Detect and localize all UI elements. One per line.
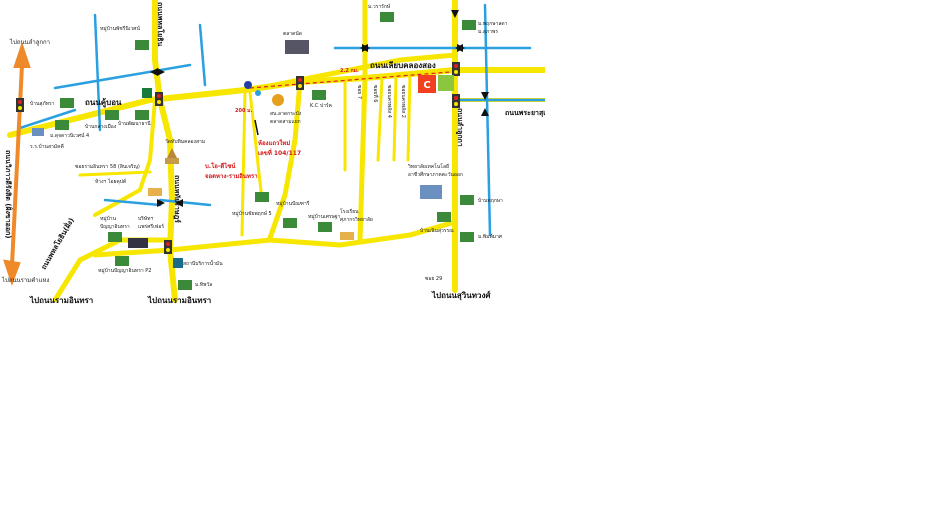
target-distance1: 200 ม. — [235, 108, 252, 114]
soi-3 — [406, 72, 412, 162]
lm-school-mid2: ศุภากรวิทยาลัย — [340, 216, 373, 223]
target-pin-2 — [255, 90, 261, 96]
lm-company: บริษัทฯ — [138, 215, 153, 222]
emblem-icon — [272, 94, 284, 106]
road-label-phraya: ถนนพระยาสุเรนทร์ — [505, 108, 545, 117]
lm-uni-right2: อาชีวศึกษาภาคตะวันออก — [408, 171, 463, 178]
lm-top-right3: ม.สุภาพร — [478, 29, 498, 35]
dir-bottom-left: ไปถนนรามคำแหง — [1, 276, 49, 284]
lm-village-small1: บ้านพัฒนาธานี — [118, 120, 151, 127]
soi-label-3: ซอยนครพลัส 2 — [400, 85, 406, 118]
lm-market-left: ม.ดุจดาวนิเวศน์ 4 — [50, 132, 89, 139]
dir-top-left: ไปถนนลำลูกกา — [9, 38, 50, 46]
green-logo — [438, 75, 454, 91]
soi-label-2: ซอยนครพลัส 4 — [386, 85, 392, 118]
soi-target-2 — [240, 90, 247, 237]
road-liap-khlong — [247, 52, 458, 93]
big-c-text: C — [423, 80, 430, 91]
soi-target — [248, 90, 264, 202]
lm-kc: K.C ปาร์ค — [310, 102, 332, 109]
dashed-route — [249, 71, 451, 89]
soi-1 — [376, 76, 384, 162]
route-map: C ถนนเลียบคลองสอง ถนนคู้บอน ถนนพระยาส — [1, 0, 545, 305]
road-label-phahon-side: ถนนพหลโยธิน(ฝั่ง) — [38, 216, 76, 271]
traffic-lights — [16, 62, 460, 254]
temple-base — [165, 158, 179, 164]
target-address: เลขที่ 104/117 — [258, 148, 301, 157]
soi-label-1: ซอยที่ 6 — [372, 85, 379, 102]
target-distance2: 2.2 กม. — [340, 68, 359, 74]
lm-soi-29: ซอย 29 — [425, 276, 442, 282]
lm-village-small4: หมู่บ้านเศรษฐา — [308, 213, 341, 220]
lm-provincial: สน.ลาดกระบัง — [270, 111, 302, 117]
road-label-phahon: ถนนพหลโยธิน — [156, 2, 165, 46]
lm-village-bottom1: หมู่บ้าน — [100, 215, 117, 222]
soi-2 — [392, 74, 398, 162]
target-line — [254, 119, 259, 136]
blue-road-7 — [18, 108, 77, 130]
road-vertical-mid — [267, 79, 303, 241]
lm-village-left1: บ้านสุภัทรา — [30, 100, 55, 107]
yellow-roads — [7, 0, 545, 303]
blue-road-9 — [103, 198, 162, 207]
dir-bottom-right: ไปถนนสุวินทวงศ์ — [431, 290, 491, 301]
road-label-hathairat: ถนนหทัยราษฎร์ — [173, 175, 182, 223]
dir-bottom-left2: ไปถนนรามอินทรา — [29, 295, 93, 305]
blue-road-8 — [158, 198, 212, 207]
intersection-markers — [150, 10, 489, 207]
lm-village-bottom2: หมู่บ้านปัญญาอินทรา P2 — [98, 267, 152, 274]
road-vertical-temple — [93, 98, 157, 217]
road-label-khubon: ถนนคู้บอน — [85, 97, 122, 108]
lm-village-bottom3: ม.ทิพวัล — [195, 281, 212, 288]
lm-village-right3: ม.พิมพ์มาศ — [478, 233, 503, 240]
lm-top-right1: ม.วรารักษ์ — [368, 3, 391, 10]
lm-village-left2: บ้านกลางเมือง — [85, 123, 117, 130]
lm-top-right2: ม.พฤกษาลดา — [478, 21, 508, 27]
lm-village-top: หมู่บ้านพัชรีนิเวศน์ — [100, 25, 140, 32]
blue-road-2 — [93, 13, 102, 132]
road-bottom-horizontal — [92, 219, 458, 258]
road-left-horiz — [78, 170, 152, 177]
target-company1: บ.โอ-ดีไซน์ — [205, 162, 236, 170]
blue-road-1 — [53, 63, 192, 90]
soi-label-0: ซอย 7 — [356, 85, 362, 99]
lm-uni-right: วิทยาลัยเทคโนโลยี — [408, 163, 449, 170]
big-c-logo — [418, 75, 436, 93]
village-icons — [55, 12, 476, 290]
road-label-vibhavadi: ถนนวิภาวดีรังสิต (ฝั่งขาออก) — [4, 150, 14, 238]
lm-provincial2: ตลาดสามแยก — [270, 119, 301, 125]
lm-village-small3: หมู่บ้านปัณฑารี — [276, 200, 310, 207]
blue-road-3 — [198, 23, 207, 87]
target-company2: จอดหาง-รามอินทรา — [205, 172, 258, 180]
lm-ramintra-soi: ซอยรามอินทรา 58 (สินเจริญ) — [75, 163, 140, 170]
lm-school-left: ร.ร.บ้านสามัคคี — [30, 143, 64, 150]
lm-village-small2: หมู่บ้านชัยพฤกษ์ 5 — [232, 210, 272, 217]
lm-gas: สถานีบริการน้ำมัน — [183, 258, 223, 267]
school-icon-mid — [340, 232, 354, 240]
uni-icon — [420, 185, 442, 199]
lm-mall: ห้างฯ ไอยคุปต์ — [95, 178, 126, 185]
lm-school-mid: โรงเรียน — [340, 208, 359, 215]
lm-building: ตลาดนัด — [283, 31, 302, 37]
gas-station-icon — [173, 258, 183, 268]
dir-bottom-mid: ไปถนนรามอินทรา — [147, 295, 211, 305]
road-vertical-365 — [357, 0, 368, 243]
lm-company2: แพร่ศรีเฟอร์ — [138, 223, 164, 230]
blue-road-5 — [483, 3, 492, 237]
lm-village-bottom1b: ปัญญาอินทรา — [100, 223, 130, 230]
school-icon-left — [148, 188, 162, 196]
company-icon — [128, 238, 148, 248]
target-pin — [244, 81, 252, 89]
road-label-liap: ถนนเลียบคลองสอง — [370, 60, 436, 70]
target-name: ห้องแถวใหม่ — [258, 139, 290, 147]
lm-village-right1: บ้านพฤกษา — [478, 197, 503, 204]
seven-eleven-icon — [142, 88, 152, 98]
temple-icon — [167, 148, 177, 158]
building-top — [285, 40, 309, 54]
lm-temple: วัดทับทิมคลองสาม — [165, 138, 205, 145]
lm-village-right2: บ้านเนินสุวรรณ — [420, 227, 454, 234]
road-label-lamlukka: ถนนลำลูกกา — [455, 108, 464, 147]
building-left — [32, 128, 44, 136]
